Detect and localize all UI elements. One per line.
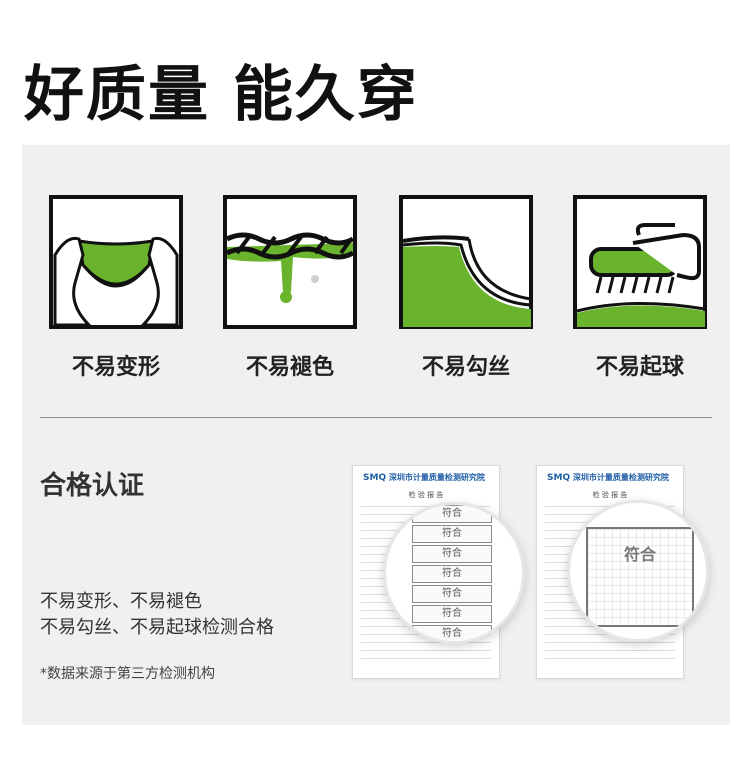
report-logo: SMQ 深圳市计量质量检测研究院	[363, 472, 485, 483]
result-cell: 符合	[412, 525, 492, 543]
report-org: 深圳市计量质量检测研究院	[388, 473, 485, 482]
quality-panel: 不易变形 不易褪色 不易勾丝	[22, 145, 730, 725]
result-cell: 符合	[412, 605, 492, 623]
result-box: 符合	[586, 527, 694, 627]
result-cell: 符合	[412, 625, 492, 641]
headline: 好质量 能久穿	[24, 60, 419, 130]
divider	[40, 417, 712, 418]
hands-stretching-fabric-icon	[49, 195, 183, 329]
test-report-2: SMQ 深圳市计量质量检测研究院 检 验 报 告 符合	[536, 465, 709, 679]
cert-line: 不易变形、不易褪色	[40, 591, 202, 612]
result-cell: 符合	[412, 545, 492, 563]
report-title: 检 验 报 告	[592, 491, 628, 499]
result-table: 符合 符合 符合 符合 符合 符合 符合	[412, 505, 492, 641]
feature-no-pilling: 不易起球	[572, 195, 708, 381]
report-logo-mark: SMQ	[547, 473, 571, 483]
result-cell: 符合	[412, 585, 492, 603]
report-logo: SMQ 深圳市计量质量检测研究院	[547, 472, 669, 483]
feature-no-snag: 不易勾丝	[398, 195, 534, 381]
test-report-1: SMQ 深圳市计量质量检测研究院 检 验 报 告 符合 符合 符合 符合 符合 …	[352, 465, 525, 679]
fabric-snag-icon	[399, 195, 533, 329]
twisted-rope-dripping-icon	[223, 195, 357, 329]
report-logo-mark: SMQ	[363, 473, 387, 483]
feature-label: 不易褪色	[245, 355, 334, 380]
cert-note: *数据来源于第三方检测机构	[40, 666, 215, 682]
cert-description: 不易变形、不易褪色 不易勾丝、不易起球检测合格	[40, 589, 274, 641]
result-cell: 符合	[412, 565, 492, 583]
cert-title: 合格认证	[40, 471, 145, 501]
result-cell: 符合	[412, 505, 492, 523]
feature-no-deform: 不易变形	[48, 195, 184, 381]
magnifier: 符合 符合 符合 符合 符合 符合 符合	[383, 502, 525, 644]
feature-label: 不易变形	[71, 355, 160, 380]
report-title: 检 验 报 告	[408, 491, 444, 499]
result-stamp: 符合	[623, 545, 656, 564]
magnifier: 符合	[567, 500, 709, 642]
report-org: 深圳市计量质量检测研究院	[572, 473, 669, 482]
feature-no-fade: 不易褪色	[222, 195, 358, 381]
cert-line: 不易勾丝、不易起球检测合格	[40, 617, 274, 638]
feature-label: 不易起球	[595, 355, 684, 380]
hand-brushing-fabric-icon	[573, 195, 707, 329]
feature-label: 不易勾丝	[421, 355, 510, 380]
